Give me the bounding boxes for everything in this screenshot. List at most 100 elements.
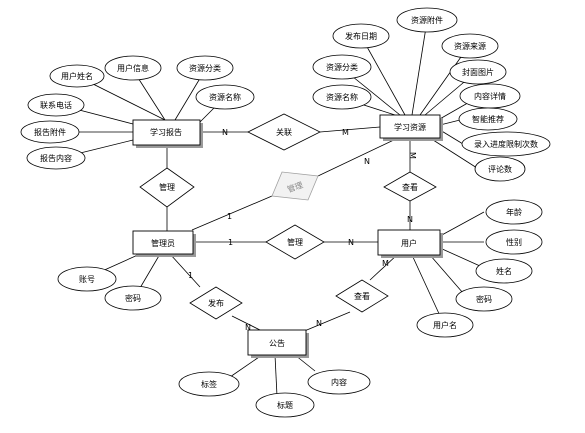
edge-res-date: [360, 35, 406, 116]
card-res-manage: N: [364, 157, 370, 166]
entity-notice[interactable]: 公告: [247, 329, 309, 358]
attr-res-comment-count[interactable]: 评论数: [474, 156, 526, 182]
edge-res-comment: [429, 137, 478, 169]
relationship-manage-user[interactable]: 管理: [265, 224, 325, 260]
card-assoc-resource: M: [342, 128, 349, 137]
svg-text:管理: 管理: [287, 237, 303, 247]
attr-report-userinfo[interactable]: 用户信息: [104, 55, 162, 81]
svg-text:资源名称: 资源名称: [209, 92, 241, 102]
attr-report-attachment[interactable]: 报告附件: [20, 120, 80, 144]
svg-text:查看: 查看: [354, 291, 370, 301]
card-admin-publish: 1: [188, 271, 193, 280]
svg-text:账号: 账号: [79, 275, 95, 284]
attr-res-source[interactable]: 资源来源: [441, 33, 499, 59]
attr-user-name[interactable]: 姓名: [475, 258, 533, 284]
edge-user-name: [439, 247, 481, 267]
card-publish-notice: N: [245, 323, 251, 332]
attr-admin-password[interactable]: 密码: [104, 285, 162, 311]
edge-view-notice: [301, 311, 351, 333]
attr-user-username[interactable]: 用户名: [416, 312, 474, 338]
svg-text:发布: 发布: [208, 298, 224, 308]
attr-res-date[interactable]: 发布日期: [332, 23, 390, 49]
svg-text:用户姓名: 用户姓名: [61, 71, 93, 81]
svg-text:性别: 性别: [506, 237, 522, 247]
cardinality-labels: N M 1 N 1 N M N 1 N N M: [188, 128, 417, 332]
card-view-user-m: M: [382, 259, 389, 268]
attr-res-name[interactable]: 资源名称: [312, 84, 372, 110]
relationship-view-notice[interactable]: 查看: [335, 279, 389, 313]
edge-assoc-resource: [319, 126, 381, 133]
card-view-user: N: [407, 215, 413, 224]
attr-res-category[interactable]: 资源分类: [312, 54, 372, 80]
svg-text:管理: 管理: [159, 182, 175, 192]
svg-text:姓名: 姓名: [496, 266, 512, 276]
attr-user-password[interactable]: 密码: [455, 286, 513, 312]
attr-notice-content[interactable]: 内容: [307, 369, 371, 395]
svg-text:公告: 公告: [269, 338, 285, 348]
attr-res-recommend[interactable]: 智能推荐: [458, 107, 518, 131]
edge-user-password: [429, 254, 464, 294]
svg-text:资源分类: 资源分类: [326, 62, 358, 72]
attr-report-resname[interactable]: 资源名称: [195, 84, 255, 110]
attr-res-cover[interactable]: 封面图片: [449, 59, 507, 85]
attr-admin-account[interactable]: 账号: [57, 266, 117, 292]
notice-attributes: 标签 标题 内容: [178, 369, 371, 418]
edge-admin-password: [139, 253, 161, 289]
edge-res-source: [419, 46, 469, 116]
relationship-view-resource[interactable]: 查看: [383, 171, 437, 202]
edges: [55, 20, 485, 397]
svg-text:管理员: 管理员: [151, 238, 175, 248]
svg-text:密码: 密码: [476, 294, 492, 304]
attr-report-username[interactable]: 用户姓名: [49, 64, 105, 88]
svg-text:标签: 标签: [201, 379, 217, 389]
entity-resource[interactable]: 学习资源: [379, 114, 443, 141]
svg-text:密码: 密码: [125, 293, 141, 303]
attr-res-progress-limit[interactable]: 录入进度限制次数: [461, 131, 551, 157]
attr-user-age[interactable]: 年龄: [485, 199, 543, 225]
attr-report-phone[interactable]: 联系电话: [27, 93, 85, 117]
svg-text:封面图片: 封面图片: [462, 67, 494, 77]
attr-user-gender[interactable]: 性别: [485, 229, 543, 255]
svg-text:用户信息: 用户信息: [117, 63, 149, 73]
svg-text:查看: 查看: [402, 182, 418, 192]
svg-text:用户名: 用户名: [433, 320, 457, 330]
svg-text:智能推荐: 智能推荐: [472, 114, 504, 124]
relationship-publish[interactable]: 发布: [189, 286, 243, 320]
relationship-manage-report[interactable]: 管理: [139, 167, 195, 208]
relationships: 关联 管理 管理 管理 查看 发布 查看: [139, 113, 437, 320]
attr-report-content[interactable]: 报告内容: [26, 146, 86, 170]
entity-user[interactable]: 用户: [377, 229, 443, 258]
card-resource-view: M: [408, 152, 417, 159]
attr-report-category[interactable]: 资源分类: [176, 55, 234, 81]
attr-notice-title[interactable]: 标题: [255, 392, 315, 418]
edge-res-attach: [411, 20, 428, 116]
card-user-manage: N: [348, 238, 354, 247]
relationship-association[interactable]: 关联: [247, 113, 321, 151]
svg-text:联系电话: 联系电话: [40, 100, 72, 110]
resource-attributes: 资源附件 发布日期 资源来源 资源分类 封面图片 资源名称 内容详情 智能推荐: [312, 7, 551, 182]
svg-text:资源分类: 资源分类: [189, 63, 221, 73]
edge-admin-publish: [169, 253, 201, 288]
attr-notice-label[interactable]: 标签: [178, 371, 240, 397]
svg-text:标题: 标题: [277, 400, 293, 410]
svg-text:录入进度限制次数: 录入进度限制次数: [474, 139, 538, 149]
edge-user-view: [369, 253, 399, 281]
edge-res-recommend: [439, 119, 461, 126]
svg-text:资源附件: 资源附件: [411, 15, 443, 25]
edge-user-age: [439, 211, 485, 237]
report-attributes: 用户姓名 用户信息 资源分类 资源名称 联系电话 报告附件 报告内容: [20, 55, 255, 170]
svg-text:学习报告: 学习报告: [150, 127, 182, 137]
entity-report[interactable]: 学习报告: [132, 119, 203, 148]
attr-res-attachment[interactable]: 资源附件: [396, 7, 458, 33]
svg-text:报告内容: 报告内容: [40, 153, 72, 163]
edge-publish-notice: [231, 315, 261, 331]
card-report-assoc: N: [222, 128, 228, 137]
edge-res-limit: [439, 129, 464, 145]
relationship-manage-resource[interactable]: 管理: [271, 171, 319, 201]
edge-notice-label: [229, 354, 263, 378]
attr-res-detail[interactable]: 内容详情: [459, 83, 521, 109]
svg-text:评论数: 评论数: [488, 164, 512, 174]
entity-admin[interactable]: 管理员: [132, 230, 196, 257]
svg-text:报告附件: 报告附件: [34, 127, 66, 137]
